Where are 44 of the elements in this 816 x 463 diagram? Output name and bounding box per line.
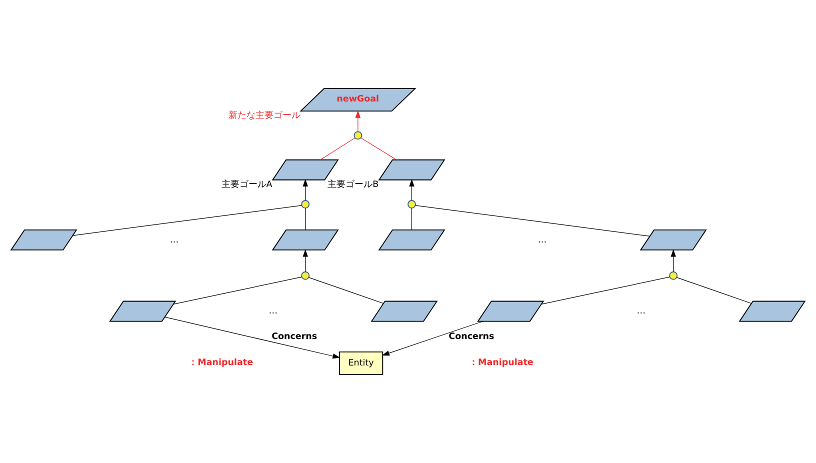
label: … — [538, 235, 547, 246]
node-label: 新たな主要ゴール — [228, 111, 301, 122]
node-parallelogram — [378, 159, 446, 180]
connector — [173, 276, 302, 304]
label: … — [636, 306, 646, 317]
arrow — [302, 249, 308, 272]
arrow — [355, 110, 361, 132]
node-parallelogram — [477, 300, 544, 322]
connector — [541, 276, 670, 304]
node-parallelogram — [109, 300, 176, 322]
arrow — [409, 178, 414, 201]
connector — [305, 208, 306, 230]
arrow — [382, 321, 484, 356]
edge-label: Concerns — [448, 332, 494, 342]
node-circle — [354, 131, 362, 140]
node-circle — [408, 200, 416, 208]
label: … — [170, 235, 179, 246]
label: … — [268, 306, 278, 317]
node-parallelogram — [272, 159, 339, 180]
node-box: Entity — [339, 352, 384, 375]
node-label: 主要ゴールA — [221, 180, 272, 190]
connector — [415, 205, 650, 237]
node-parallelogram — [272, 229, 339, 250]
node-parallelogram — [370, 300, 438, 322]
node-parallelogram — [10, 229, 78, 250]
connector — [411, 208, 412, 230]
node-parallelogram — [378, 229, 446, 250]
connector — [72, 205, 302, 236]
node-circle — [301, 271, 310, 280]
connector — [676, 277, 752, 304]
node-parallelogram — [738, 300, 806, 322]
arrow — [164, 316, 340, 359]
connector — [320, 138, 356, 160]
node-parallelogram — [640, 229, 707, 250]
node-circle — [669, 271, 678, 280]
label: ：Manipulate — [469, 358, 534, 368]
node-circle — [301, 200, 310, 208]
edge-label: Concerns — [272, 332, 318, 342]
connector — [308, 277, 384, 304]
arrow — [670, 249, 676, 272]
arrow — [302, 178, 308, 201]
node-label: 主要ゴールB — [328, 180, 379, 190]
connector — [360, 138, 397, 160]
label: ：Manipulate — [188, 358, 254, 368]
